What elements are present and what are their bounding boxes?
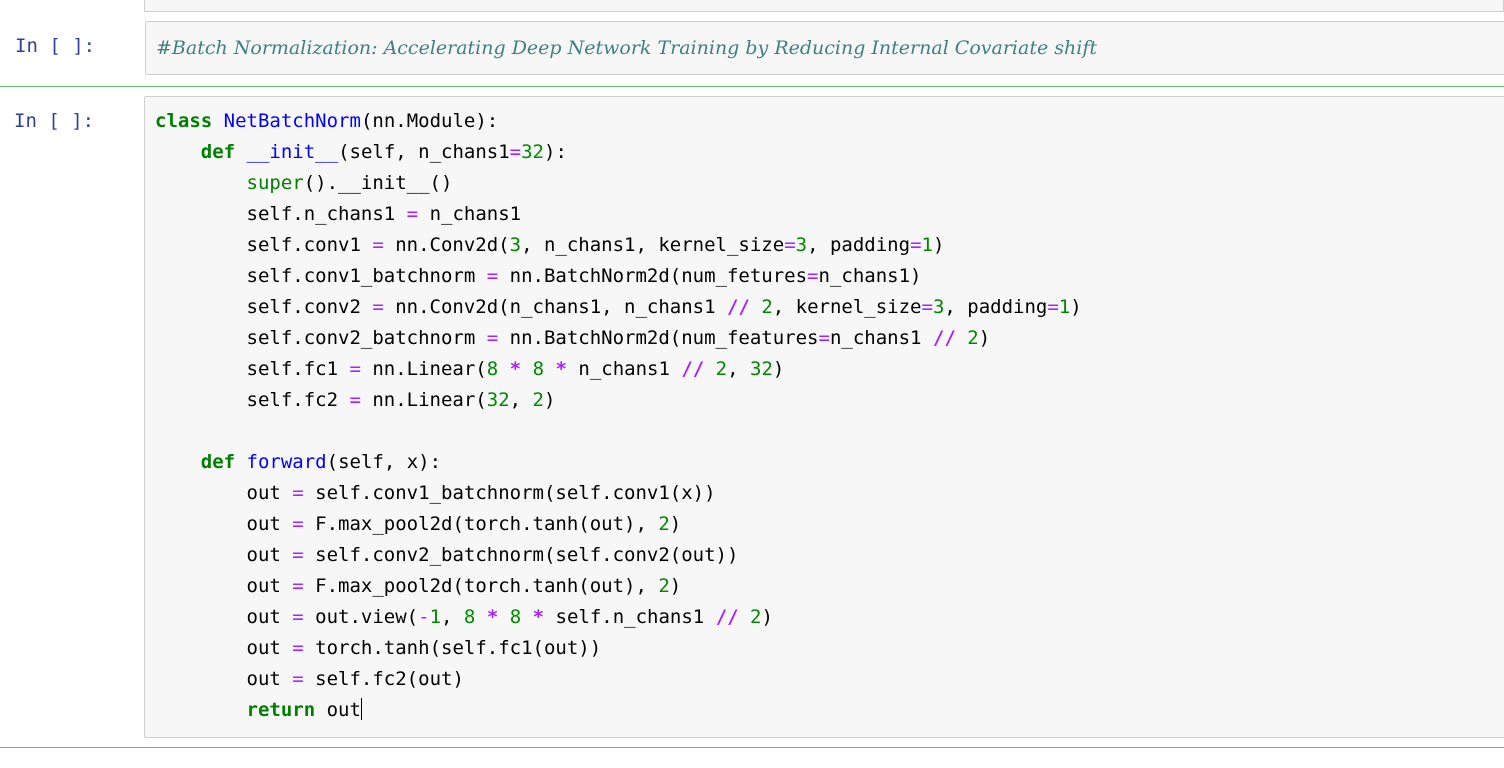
code-cell-comment[interactable]: In [ ]: #Batch Normalization: Accelerati… <box>0 20 1504 82</box>
text-cursor <box>360 698 362 720</box>
code-line: self.conv2_batchnorm = nn.BatchNorm2d(nu… <box>155 327 991 349</box>
code-line: class NetBatchNorm(nn.Module): <box>155 110 499 132</box>
cell-prompt: In [ ]: <box>15 35 96 57</box>
cell-input-area[interactable]: class NetBatchNorm(nn.Module): def __ini… <box>144 96 1504 738</box>
code-line: def forward(self, x): <box>200 451 442 473</box>
code-line: self.conv2 = nn.Conv2d(n_chans1, n_chans… <box>155 296 1082 318</box>
code-line: #Batch Normalization: Accelerating Deep … <box>156 37 1097 59</box>
code-line: super().__init__() <box>246 172 453 194</box>
cell-input-area[interactable]: #Batch Normalization: Accelerating Deep … <box>145 21 1504 75</box>
code-line: self.n_chans1 = n_chans1 <box>155 203 522 225</box>
code-cell-netbatchnorm[interactable]: In [ ]: class NetBatchNorm(nn.Module): d… <box>0 86 1504 748</box>
code-line: self.fc2 = nn.Linear(32, 2) <box>155 389 556 411</box>
code-line: out = F.max_pool2d(torch.tanh(out), 2) <box>155 575 682 597</box>
code-line: return out <box>246 698 362 721</box>
code-line: self.conv1_batchnorm = nn.BatchNorm2d(nu… <box>155 265 922 287</box>
code-line: self.fc1 = nn.Linear(8 * 8 * n_chans1 //… <box>155 358 785 380</box>
code-line: def __init__(self, n_chans1=32): <box>200 141 567 163</box>
code-line: out = self.fc2(out) <box>155 668 464 690</box>
code-editor[interactable]: #Batch Normalization: Accelerating Deep … <box>156 33 1097 64</box>
code-line: self.conv1 = nn.Conv2d(3, n_chans1, kern… <box>155 234 945 256</box>
previous-cell-edge[interactable] <box>144 0 1504 12</box>
code-line: out = self.conv2_batchnorm(self.conv2(ou… <box>155 544 739 566</box>
code-editor[interactable]: class NetBatchNorm(nn.Module): def __ini… <box>155 106 1082 726</box>
code-line: out = torch.tanh(self.fc1(out)) <box>155 637 602 659</box>
code-line: out = self.conv1_batchnorm(self.conv1(x)… <box>155 482 716 504</box>
code-line: out = F.max_pool2d(torch.tanh(out), 2) <box>155 513 682 535</box>
cell-prompt: In [ ]: <box>14 110 95 132</box>
code-line: out = out.view(-1, 8 * 8 * self.n_chans1… <box>155 606 773 628</box>
